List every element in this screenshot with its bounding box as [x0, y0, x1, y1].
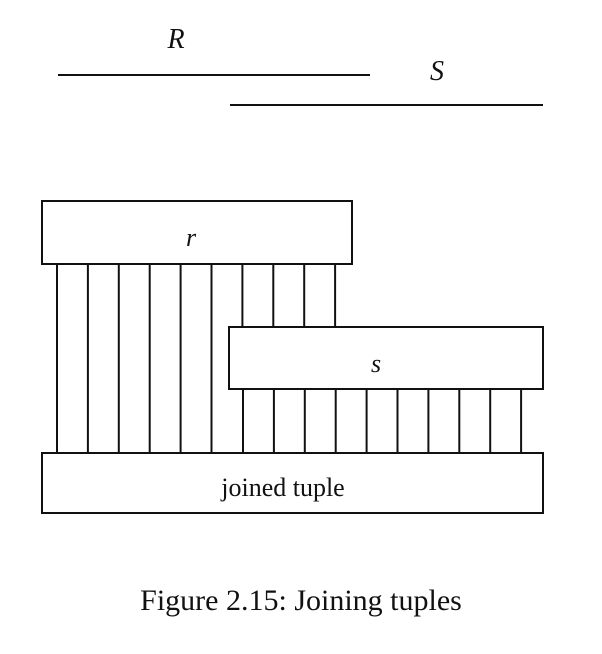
tuple-r-box [41, 200, 353, 265]
attribute-connectors [56, 264, 523, 453]
joined-tuple-label: joined tuple [220, 473, 344, 502]
tuple-r-label: r [186, 223, 197, 252]
tuple-s-box [228, 326, 544, 390]
tuple-s-label: s [371, 349, 381, 378]
figure-caption: Figure 2.15: Joining tuples [140, 584, 462, 617]
joined-tuple-box [41, 452, 544, 514]
relation-r-label: R [166, 24, 184, 55]
relation-s-label: S [430, 56, 444, 87]
